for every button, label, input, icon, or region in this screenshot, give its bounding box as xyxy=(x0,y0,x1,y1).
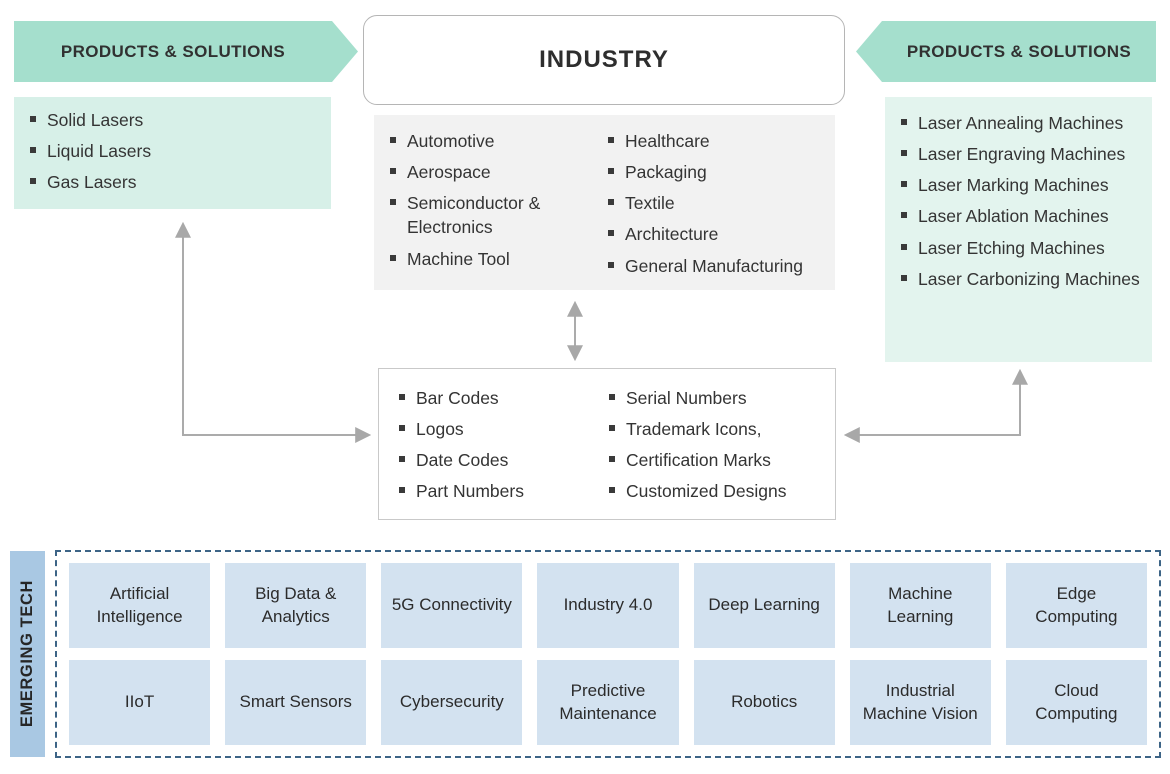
list-item: Laser Carbonizing Machines xyxy=(901,267,1146,291)
tech-tile: Predictive Maintenance xyxy=(537,660,679,745)
list-item: Semiconductor & Electronics xyxy=(390,191,608,239)
marking-applications-box: Bar Codes Logos Date Codes Part Numbers … xyxy=(378,368,836,520)
products-solutions-banner-right: PRODUCTS & SOLUTIONS xyxy=(856,21,1156,82)
industry-title-box: INDUSTRY xyxy=(363,15,845,105)
list-item: Certification Marks xyxy=(609,448,825,472)
tech-tile: Cybersecurity xyxy=(381,660,523,745)
products-solutions-banner-left: PRODUCTS & SOLUTIONS xyxy=(14,21,358,82)
tech-tile: 5G Connectivity xyxy=(381,563,523,648)
emerging-tech-panel: Artificial Intelligence Big Data & Analy… xyxy=(55,550,1161,758)
tech-tile: Big Data & Analytics xyxy=(225,563,367,648)
tech-tile: Deep Learning xyxy=(693,563,835,648)
list-item: Trademark Icons, xyxy=(609,417,825,441)
list-item: Part Numbers xyxy=(399,479,609,503)
tech-tile: Machine Learning xyxy=(849,563,991,648)
industries-box: Automotive Aerospace Semiconductor & Ele… xyxy=(374,115,835,290)
banner-label: PRODUCTS & SOLUTIONS xyxy=(906,41,1132,61)
list-item: Laser Annealing Machines xyxy=(901,111,1146,135)
list-item: Customized Designs xyxy=(609,479,825,503)
emerging-tech-label: EMERGING TECH xyxy=(18,580,36,728)
laser-machines-box: Laser Annealing Machines Laser Engraving… xyxy=(885,97,1152,362)
list-item: Machine Tool xyxy=(390,247,608,271)
list-item: Healthcare xyxy=(608,129,825,153)
list-item: Textile xyxy=(608,191,825,215)
emerging-tech-sidebar: EMERGING TECH xyxy=(10,551,45,757)
list-item: Automotive xyxy=(390,129,608,153)
list-item: Aerospace xyxy=(390,160,608,184)
emerging-tech-row-1: Artificial Intelligence Big Data & Analy… xyxy=(69,563,1147,648)
tech-tile: Industrial Machine Vision xyxy=(849,660,991,745)
list-item: Gas Lasers xyxy=(30,170,319,194)
list-item: Liquid Lasers xyxy=(30,139,319,163)
tech-tile: Robotics xyxy=(693,660,835,745)
list-item: Serial Numbers xyxy=(609,386,825,410)
list-item: Date Codes xyxy=(399,448,609,472)
emerging-tech-row-2: IIoT Smart Sensors Cybersecurity Predict… xyxy=(69,660,1147,745)
list-item: General Manufacturing xyxy=(608,254,825,278)
laser-types-box: Solid Lasers Liquid Lasers Gas Lasers xyxy=(14,97,331,209)
tech-tile: IIoT xyxy=(69,660,211,745)
list-item: Laser Engraving Machines xyxy=(901,142,1146,166)
tech-tile: Cloud Computing xyxy=(1005,660,1147,745)
list-item: Architecture xyxy=(608,222,825,246)
industry-title: INDUSTRY xyxy=(539,46,669,73)
list-item: Laser Ablation Machines xyxy=(901,204,1146,228)
list-item: Solid Lasers xyxy=(30,108,319,132)
arrow-left-elbow xyxy=(175,221,372,443)
list-item: Laser Marking Machines xyxy=(901,173,1146,197)
list-item: Logos xyxy=(399,417,609,441)
list-item: Laser Etching Machines xyxy=(901,236,1146,260)
tech-tile: Edge Computing xyxy=(1005,563,1147,648)
arrow-right-elbow xyxy=(843,368,1028,443)
list-item: Bar Codes xyxy=(399,386,609,410)
list-item: Packaging xyxy=(608,160,825,184)
tech-tile: Smart Sensors xyxy=(225,660,367,745)
banner-label: PRODUCTS & SOLUTIONS xyxy=(60,41,286,61)
tech-tile: Artificial Intelligence xyxy=(69,563,211,648)
tech-tile: Industry 4.0 xyxy=(537,563,679,648)
